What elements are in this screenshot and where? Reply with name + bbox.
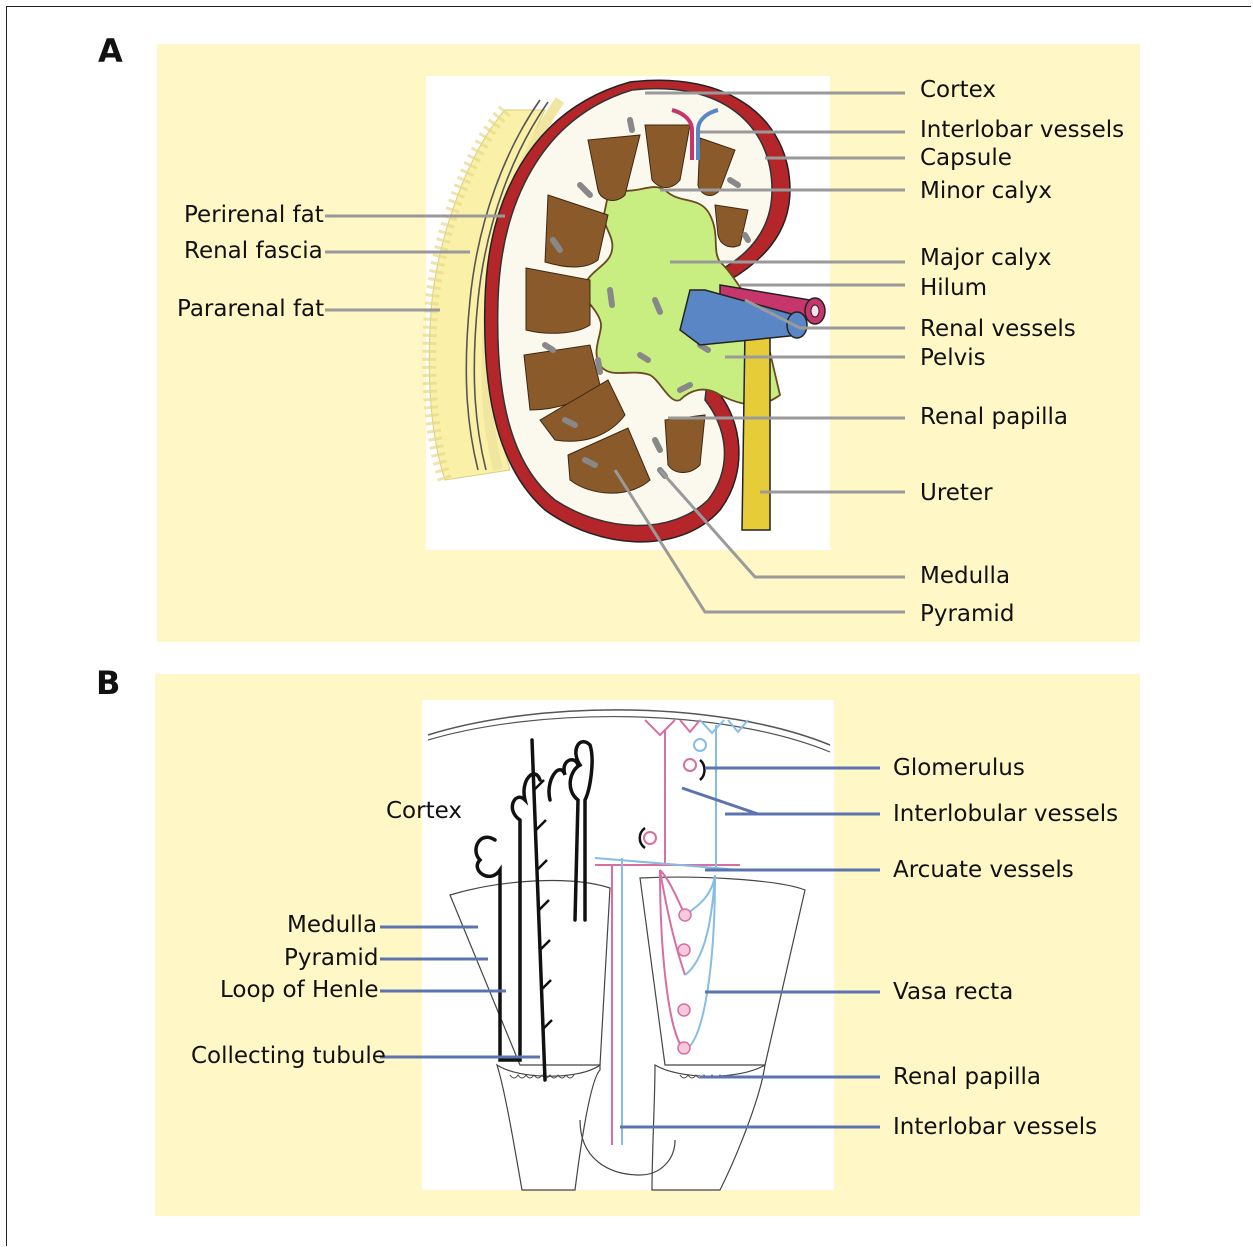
label-interlobular-vessels: Interlobular vessels: [893, 803, 1118, 826]
label-pyramid-b: Pyramid: [284, 947, 378, 970]
glomerulus-1: [679, 909, 691, 921]
label-collecting-tubule: Collecting tubule: [191, 1045, 386, 1068]
label-vasa-recta: Vasa recta: [893, 981, 1013, 1004]
label-loop-of-henle: Loop of Henle: [220, 979, 379, 1002]
glomerulus-2: [678, 944, 690, 956]
glomerulus-3: [678, 1004, 690, 1016]
panel-b-illustration-bg: [422, 700, 834, 1190]
label-arcuate-vessels: Arcuate vessels: [893, 859, 1074, 882]
label-medulla-b: Medulla: [287, 914, 377, 937]
label-cortex-b: Cortex: [386, 800, 462, 823]
label-renal-papilla-b: Renal papilla: [893, 1066, 1041, 1089]
label-glomerulus: Glomerulus: [893, 757, 1025, 780]
label-interlobar-vessels-b: Interlobar vessels: [893, 1116, 1097, 1139]
glomerulus-4: [678, 1042, 690, 1054]
